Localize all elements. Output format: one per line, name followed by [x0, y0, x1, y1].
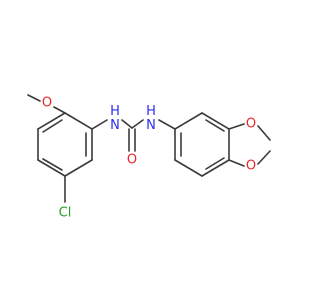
bond-dioxole-3	[257, 150, 271, 165]
atom-label-line: N	[110, 118, 120, 133]
atom-o-dioxole-top: O	[246, 117, 256, 132]
bond-n-left-c	[121, 119, 133, 129]
atom-cl: Cl	[59, 206, 72, 221]
bond-dioxole-1	[228, 123, 245, 130]
atom-o-dioxole-bottom: O	[246, 159, 256, 174]
bond-c-n-right	[131, 119, 144, 129]
bond-dioxole-4	[228, 159, 245, 167]
bond-ring2-4	[201, 159, 230, 177]
bond-ring2-d2	[205, 157, 225, 170]
bond-ring2-1	[174, 112, 203, 130]
atom-o-methoxy: O	[42, 96, 52, 111]
atom-label-line: H	[110, 104, 120, 119]
bond-ring2-d1	[205, 119, 225, 132]
bond-o-ring	[53, 106, 66, 114]
atom-o-carbonyl: O	[127, 153, 137, 168]
bonds	[27, 94, 271, 203]
atom-label-line: H	[146, 104, 156, 119]
atom-label-line: N	[146, 118, 156, 133]
bond-ring-n-left	[91, 119, 108, 130]
bond-methyl-o	[27, 94, 41, 102]
bond-dioxole-2	[257, 125, 271, 141]
bond-ring1-1	[64, 112, 93, 130]
bond-ring2-2	[201, 112, 230, 130]
bond-ring1-d2	[42, 158, 63, 171]
bond-n-right-ring	[158, 119, 176, 130]
bond-ring2-5	[174, 159, 203, 177]
bond-ring1-d3	[42, 119, 63, 133]
bond-ring1-4	[37, 159, 66, 177]
bond-ring1-6	[37, 112, 66, 130]
bond-ring1-3	[64, 159, 93, 177]
